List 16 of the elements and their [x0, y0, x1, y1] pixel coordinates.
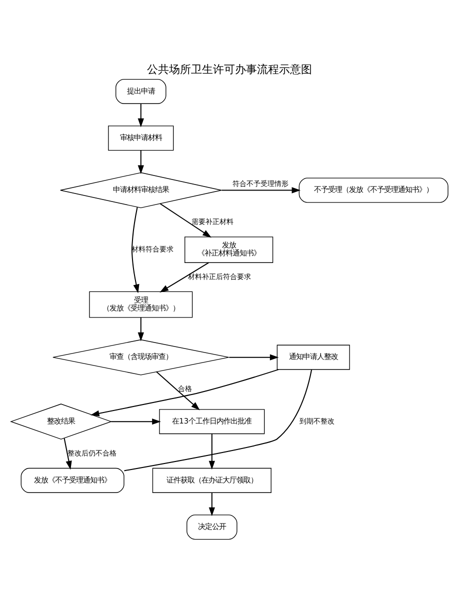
- connector: [124, 369, 312, 471]
- arrow: [208, 433, 215, 470]
- arrow: [131, 206, 140, 293]
- arrow: [208, 492, 215, 516]
- arrow: [222, 186, 301, 193]
- arrow: [138, 103, 144, 127]
- arrow: [64, 438, 72, 470]
- arrow: [111, 418, 161, 424]
- arrow: [156, 370, 200, 410]
- arrow: [90, 368, 279, 416]
- arrow: [160, 262, 209, 292]
- arrow: [138, 150, 144, 174]
- arrow: [138, 316, 144, 341]
- arrow: [160, 202, 212, 238]
- diagram-title: 公共场所卫生许可办事流程示意图: [147, 62, 312, 76]
- arrow: [229, 354, 279, 360]
